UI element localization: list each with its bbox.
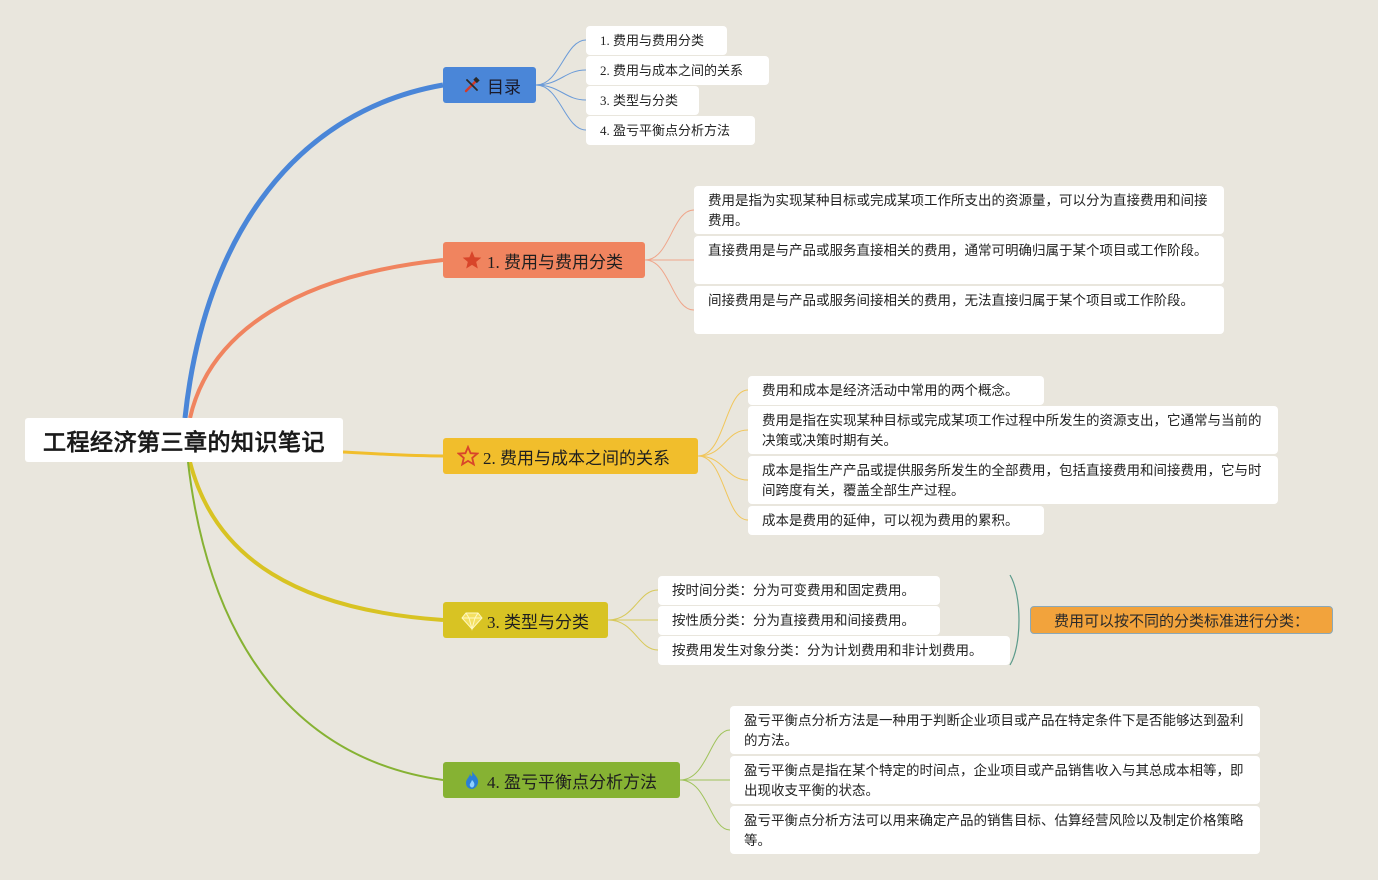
branch-2[interactable]: 2. 费用与成本之间的关系 [443,438,698,474]
links-b2-items [697,389,749,521]
b1-item[interactable]: 费用是指为实现某种目标或完成某项工作所支出的资源量，可以分为直接费用和间接费用。 [694,186,1224,234]
b4-item[interactable]: 盈亏平衡点分析方法可以用来确定产品的销售目标、估算经营风险以及制定价格策略等。 [730,806,1260,854]
b2-item[interactable]: 费用是指在实现某种目标或完成某项工作过程中所发生的资源支出，它通常与当前的决策或… [748,406,1278,454]
flame-icon [461,769,483,791]
b4-item[interactable]: 盈亏平衡点分析方法是一种用于判断企业项目或产品在特定条件下是否能够达到盈利的方法… [730,706,1260,754]
b1-item[interactable]: 间接费用是与产品或服务间接相关的费用，无法直接归属于某个项目或工作阶段。 [694,286,1224,334]
links-b1-items [644,209,695,311]
star-filled-icon [461,249,483,271]
link-root-b3 [188,461,444,622]
branch-toc[interactable]: 目录 [443,67,536,103]
star-outline-icon [457,445,479,467]
links-toc-items [535,39,587,131]
toc-item[interactable]: 4. 盈亏平衡点分析方法 [586,116,755,145]
b4-item[interactable]: 盈亏平衡点是指在某个特定的时间点，企业项目或产品销售收入与其总成本相等，即出现收… [730,756,1260,804]
branch-1[interactable]: 1. 费用与费用分类 [443,242,645,278]
root-topic[interactable]: 工程经济第三章的知识笔记 [25,418,343,462]
toc-item[interactable]: 2. 费用与成本之间的关系 [586,56,769,85]
b3-item[interactable]: 按费用发生对象分类：分为计划费用和非计划费用。 [658,636,1010,665]
b3-item[interactable]: 按性质分类：分为直接费用和间接费用。 [658,606,940,635]
link-root-b2 [342,450,444,458]
summary-topic[interactable]: 费用可以按不同的分类标准进行分类： [1030,606,1333,634]
link-root-b1 [188,258,444,419]
b1-item[interactable]: 直接费用是与产品或服务直接相关的费用，通常可明确归属于某个项目或工作阶段。 [694,236,1224,284]
links-b4-items [679,729,731,831]
branch-4-label: 4. 盈亏平衡点分析方法 [487,772,657,792]
branch-2-label: 2. 费用与成本之间的关系 [483,448,670,468]
branch-4[interactable]: 4. 盈亏平衡点分析方法 [443,762,680,798]
summary-bracket [1009,574,1020,666]
branch-toc-label: 目录 [487,77,521,98]
b3-item[interactable]: 按时间分类：分为可变费用和固定费用。 [658,576,940,605]
diamond-icon [461,609,483,631]
b2-item[interactable]: 成本是费用的延伸，可以视为费用的累积。 [748,506,1044,535]
link-root-toc [182,82,444,419]
toc-item[interactable]: 3. 类型与分类 [586,86,699,115]
links-b3-items [607,589,659,651]
branch-3-label: 3. 类型与分类 [487,612,589,632]
toc-item[interactable]: 1. 费用与费用分类 [586,26,727,55]
link-root-b4 [187,461,444,781]
tools-icon [461,74,483,96]
b2-item[interactable]: 成本是指生产产品或提供服务所发生的全部费用，包括直接费用和间接费用，它与时间跨度… [748,456,1278,504]
branch-1-label: 1. 费用与费用分类 [487,252,623,272]
branch-3[interactable]: 3. 类型与分类 [443,602,608,638]
b2-item[interactable]: 费用和成本是经济活动中常用的两个概念。 [748,376,1044,405]
